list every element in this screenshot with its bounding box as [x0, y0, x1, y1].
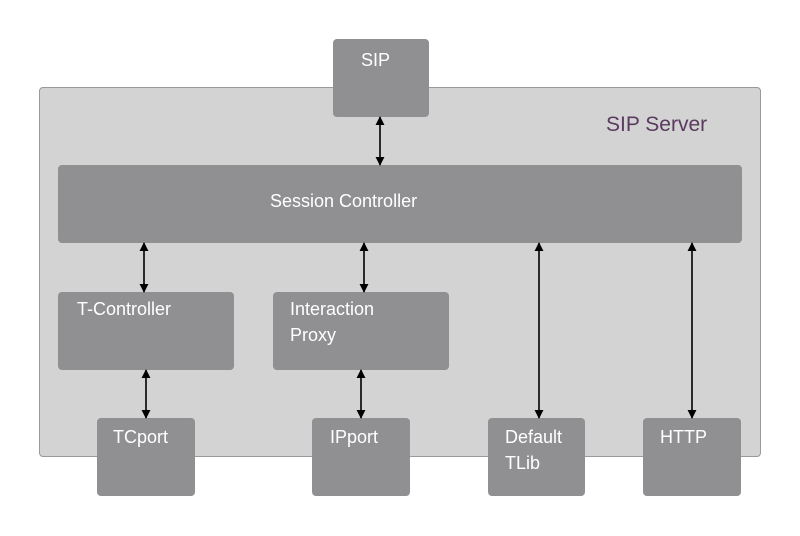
tcport-label: TCport: [113, 427, 169, 447]
http-label: HTTP: [660, 427, 707, 447]
interaction-proxy-label-line-2: Proxy: [290, 325, 337, 345]
t-controller-label: T-Controller: [77, 299, 172, 319]
sip-box: SIP: [333, 39, 429, 117]
sip-server-container: [39, 87, 761, 457]
tcport-box: TCport: [97, 418, 195, 496]
default-tlib-label-line-1: Default: [505, 427, 563, 447]
http-box: HTTP: [643, 418, 741, 496]
ipport-label: IPport: [330, 427, 379, 447]
default-tlib-box: Default TLib: [488, 418, 585, 496]
sip-label: SIP: [361, 50, 391, 70]
ipport-box: IPport: [312, 418, 410, 496]
interaction-proxy-box: Interaction Proxy: [273, 292, 449, 370]
interaction-proxy-label-line-1: Interaction: [290, 299, 375, 319]
sip-server-label: SIP Server: [606, 113, 708, 136]
t-controller-box: T-Controller: [58, 292, 234, 370]
session-controller-box: Session Controller: [58, 165, 742, 243]
session-controller-label: Session Controller: [270, 191, 418, 211]
default-tlib-label-line-2: TLib: [505, 453, 541, 473]
